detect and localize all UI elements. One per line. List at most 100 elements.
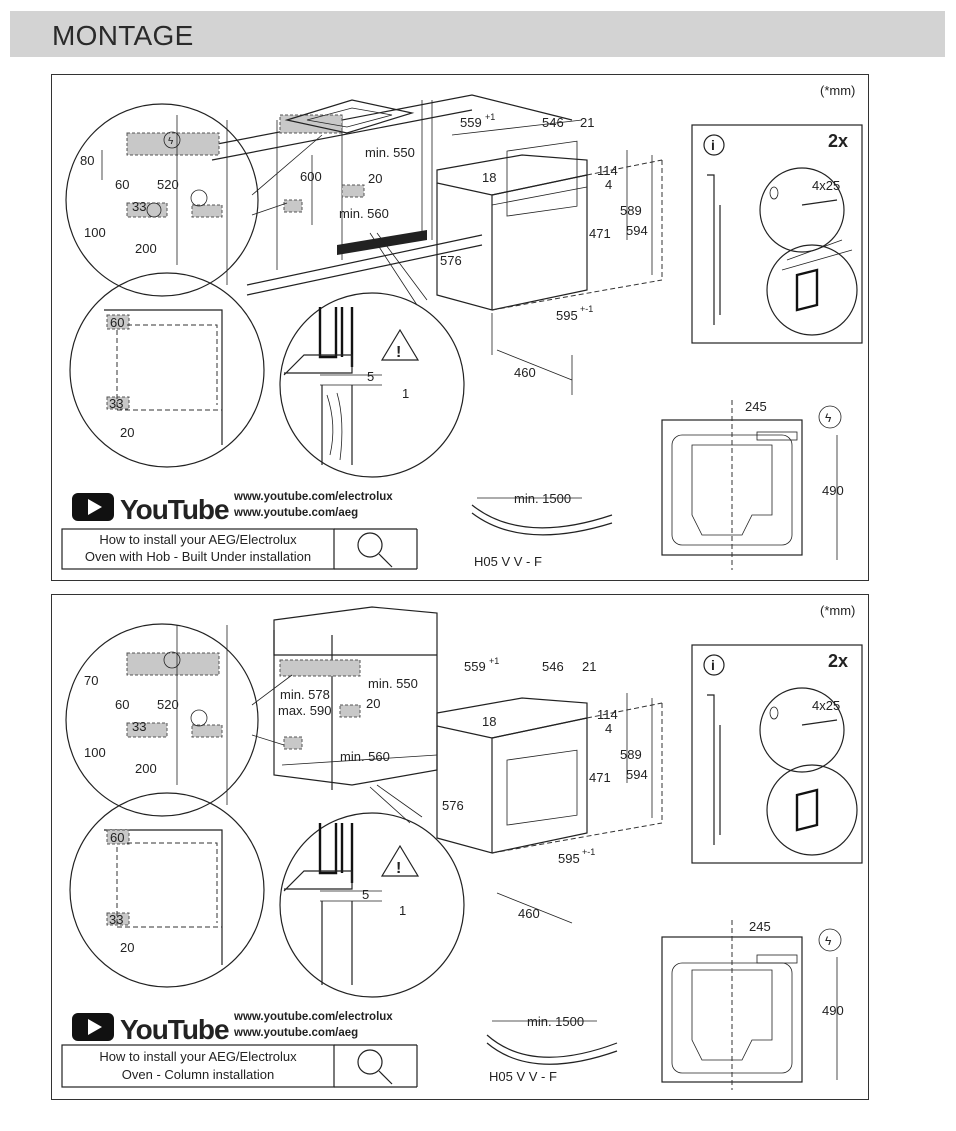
- dim-589: 589: [620, 203, 642, 218]
- dim-inset-20: 20: [120, 425, 134, 440]
- power-icon: [190, 189, 208, 207]
- info-icon: [703, 134, 725, 156]
- dim-200: 200: [135, 241, 157, 256]
- dim-min550: min. 550: [368, 676, 418, 691]
- youtube-link-aeg[interactable]: www.youtube.com/aeg: [233, 507, 358, 519]
- dim-520: 520: [157, 177, 179, 192]
- unit-note: (*mm): [820, 83, 855, 98]
- dim-559-sup: +1: [485, 112, 495, 122]
- dim-min578: min. 578: [280, 687, 330, 702]
- dim-471: 471: [589, 226, 611, 241]
- oven-drawing: 559 +1 546 21 18 114 4 589 594 471 576 5…: [436, 656, 663, 924]
- oven-front-outline: ϟ 245 490: [661, 919, 844, 1090]
- dim-594: 594: [626, 223, 648, 238]
- svg-text:ϟ: ϟ: [825, 411, 832, 425]
- dim-min560: min. 560: [340, 749, 390, 764]
- caption-line2: Oven - Column installation: [122, 1067, 274, 1082]
- warning-icon: [380, 328, 420, 361]
- dim-60: 60: [115, 177, 129, 192]
- dim-100: 100: [84, 745, 106, 760]
- svg-text:i: i: [711, 657, 715, 673]
- magnifier-icon[interactable]: [357, 1049, 383, 1075]
- caption-line1: How to install your AEG/Electrolux: [99, 532, 297, 547]
- dim-460: 460: [518, 906, 540, 921]
- dim-33: 33: [132, 719, 146, 734]
- detail-circle-cutout: 60 33 20: [69, 792, 265, 988]
- installation-panel-built-under: (*mm) 600 min. 550 20 min. 560 ϟ 80 60 5…: [51, 74, 869, 581]
- dim-21: 21: [580, 115, 594, 130]
- count-label: 2x: [828, 131, 848, 151]
- section-header: MONTAGE: [10, 11, 945, 57]
- youtube-link-aeg[interactable]: www.youtube.com/aeg: [233, 1027, 358, 1039]
- screw-hole-icon: [769, 706, 779, 720]
- fixing-info-box: i 2x 4x25: [691, 644, 863, 864]
- dim-576: 576: [440, 253, 462, 268]
- dim-600: 600: [300, 169, 322, 184]
- fixing-info-box: i 2x 4x25: [691, 124, 863, 344]
- dim-max590: max. 590: [278, 703, 331, 718]
- warning-icon: [380, 844, 420, 877]
- dim-80: 80: [80, 153, 94, 168]
- dim-20: 20: [368, 171, 382, 186]
- section-title: MONTAGE: [52, 20, 194, 51]
- dim-33: 33: [132, 199, 146, 214]
- power-icon: [146, 202, 162, 218]
- youtube-link-electrolux[interactable]: www.youtube.com/electrolux: [233, 491, 393, 503]
- dim-114: 114: [597, 163, 618, 178]
- dim-595-sup: +-1: [582, 847, 595, 857]
- power-icon: [818, 405, 842, 429]
- dim-595-sup: +-1: [580, 304, 593, 314]
- power-icon: [818, 928, 842, 952]
- caption-line2: Oven with Hob - Built Under installation: [85, 549, 311, 564]
- detail-circle-column: 70 60 520 33 100 200: [65, 623, 259, 817]
- count-label: 2x: [828, 651, 848, 671]
- dim-200: 200: [135, 761, 157, 776]
- dim-114: 114: [597, 707, 618, 722]
- dim-589: 589: [620, 747, 642, 762]
- dim-4: 4: [605, 177, 612, 192]
- dim-594: 594: [626, 767, 648, 782]
- youtube-logo: YouTube: [120, 494, 229, 525]
- dim-490: 490: [822, 483, 844, 498]
- youtube-link-electrolux[interactable]: www.youtube.com/electrolux: [233, 1011, 393, 1023]
- magnifier-icon[interactable]: [357, 532, 383, 558]
- unit-note: (*mm): [820, 603, 855, 618]
- dim-546: 546: [542, 115, 564, 130]
- detail-circle-warning: ! 5 1: [279, 812, 465, 998]
- dim-559-sup: +1: [489, 656, 499, 666]
- power-icon: [163, 651, 181, 669]
- detail-circle-cutout: 60 33 20: [69, 272, 265, 468]
- dim-min560: min. 560: [339, 206, 389, 221]
- vent-slot: [337, 230, 427, 255]
- svg-text:!: !: [396, 344, 401, 361]
- column-drawing: (*mm) min. 578 max. 590 min. 550 20 min.…: [61, 603, 863, 1090]
- dim-21: 21: [582, 659, 596, 674]
- svg-text:i: i: [711, 137, 715, 153]
- column-cabinet-drawing: min. 578 max. 590 min. 550 20 min. 560: [273, 606, 438, 790]
- built-under-drawing: (*mm) 600 min. 550 20 min. 560 ϟ 80 60 5…: [61, 83, 863, 570]
- dim-245: 245: [745, 399, 767, 414]
- youtube-block: YouTube www.youtube.com/electrolux www.y…: [61, 1011, 418, 1088]
- dim-576: 576: [442, 798, 464, 813]
- cable-type: H05 V V - F: [489, 1069, 557, 1084]
- dim-inset-33: 33: [109, 912, 123, 927]
- dim-595: 595: [558, 851, 580, 866]
- dim-1: 1: [402, 386, 409, 401]
- svg-text:ϟ: ϟ: [168, 136, 174, 147]
- dim-471: 471: [589, 770, 611, 785]
- svg-text:!: !: [396, 860, 401, 877]
- cable-min-length: min. 1500: [514, 491, 571, 506]
- dim-min550: min. 550: [365, 145, 415, 160]
- dim-1: 1: [399, 903, 406, 918]
- kitchen-cabinet-drawing: 600 min. 550 20 min. 560: [211, 94, 573, 296]
- detail-circle-warning: ! 5 1: [279, 292, 465, 478]
- dim-inset-20: 20: [120, 940, 134, 955]
- dim-70: 70: [84, 673, 98, 688]
- oven-front-outline: ϟ 245 490: [661, 399, 844, 570]
- screw-hole-icon: [769, 186, 779, 200]
- dim-inset-60: 60: [110, 830, 124, 845]
- caption-line1: How to install your AEG/Electrolux: [99, 1049, 297, 1064]
- dim-4: 4: [605, 721, 612, 736]
- dim-inset-33: 33: [109, 396, 123, 411]
- youtube-block: YouTube www.youtube.com/electrolux www.y…: [61, 491, 418, 570]
